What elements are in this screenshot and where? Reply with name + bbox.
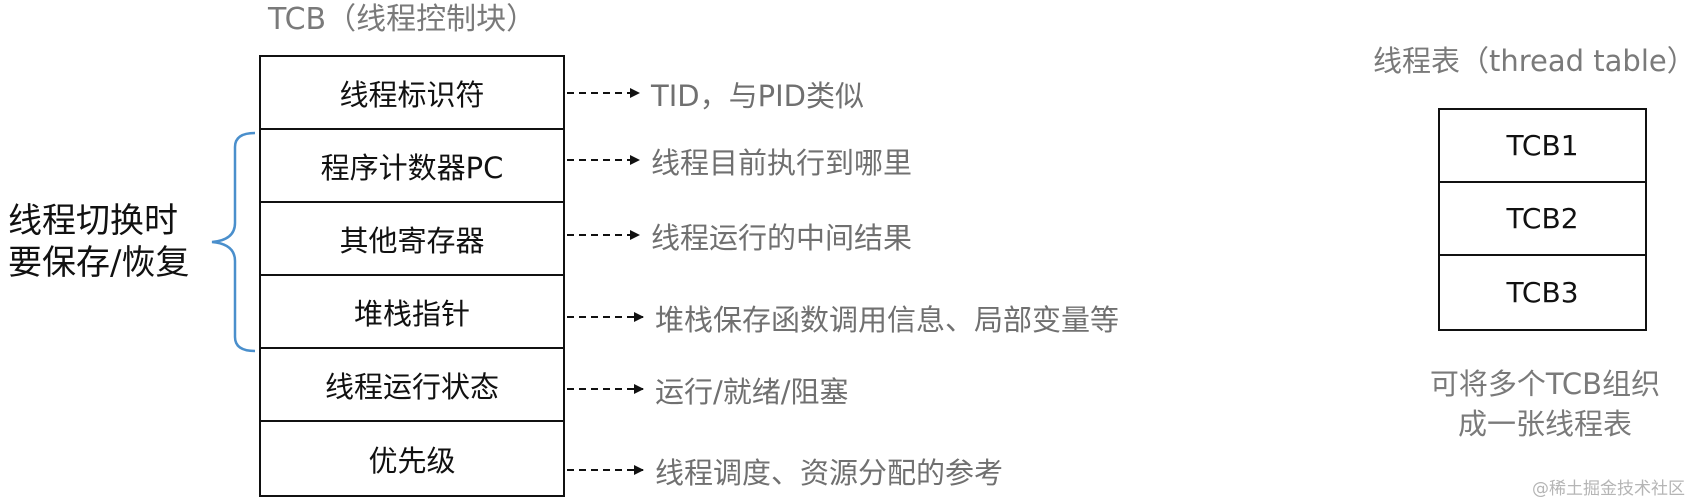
thread-table-note-line1: 可将多个TCB组织 <box>1429 367 1661 401</box>
desc-program-counter: 线程目前执行到哪里 <box>651 146 913 180</box>
desc-thread-id: TID，与PID类似 <box>651 79 864 113</box>
thread-table: TCB1 TCB2 TCB3 <box>1438 108 1647 331</box>
tcb-row-priority: 优先级 <box>368 443 456 478</box>
diagram-title: TCB（线程控制块） <box>268 2 537 37</box>
thread-table-row: TCB1 <box>1440 110 1645 183</box>
thread-table-row: TCB2 <box>1440 183 1645 256</box>
desc-other-registers: 线程运行的中间结果 <box>651 221 913 255</box>
watermark: @稀土掘金技术社区 <box>1532 479 1685 499</box>
tcb-row-other-registers: 其他寄存器 <box>261 203 563 276</box>
tcb-table: 线程标识符 程序计数器PC 其他寄存器 堆栈指针 线程运行状态 优先级 <box>259 55 565 497</box>
tcb-row-thread-id: 线程标识符 <box>261 57 563 130</box>
context-switch-label-line1: 线程切换时 <box>8 201 178 241</box>
thread-table-title: 线程表（thread table） <box>1373 44 1696 78</box>
thread-table-row: TCB3 <box>1506 276 1579 309</box>
desc-thread-state: 运行/就绪/阻塞 <box>655 375 849 409</box>
tcb-row-thread-state: 线程运行状态 <box>261 349 563 422</box>
context-switch-label-line2: 要保存/恢复 <box>8 243 190 283</box>
thread-table-note-line2: 成一张线程表 <box>1457 407 1632 441</box>
tcb-row-stack-pointer: 堆栈指针 <box>261 276 563 349</box>
brace-icon <box>211 131 256 353</box>
tcb-row-program-counter: 程序计数器PC <box>261 130 563 203</box>
context-switch-label: 线程切换时 要保存/恢复 <box>8 200 189 284</box>
desc-priority: 线程调度、资源分配的参考 <box>655 456 1004 490</box>
thread-table-note: 可将多个TCB组织 成一张线程表 <box>1395 364 1695 444</box>
desc-stack-pointer: 堆栈保存函数调用信息、局部变量等 <box>655 303 1120 337</box>
